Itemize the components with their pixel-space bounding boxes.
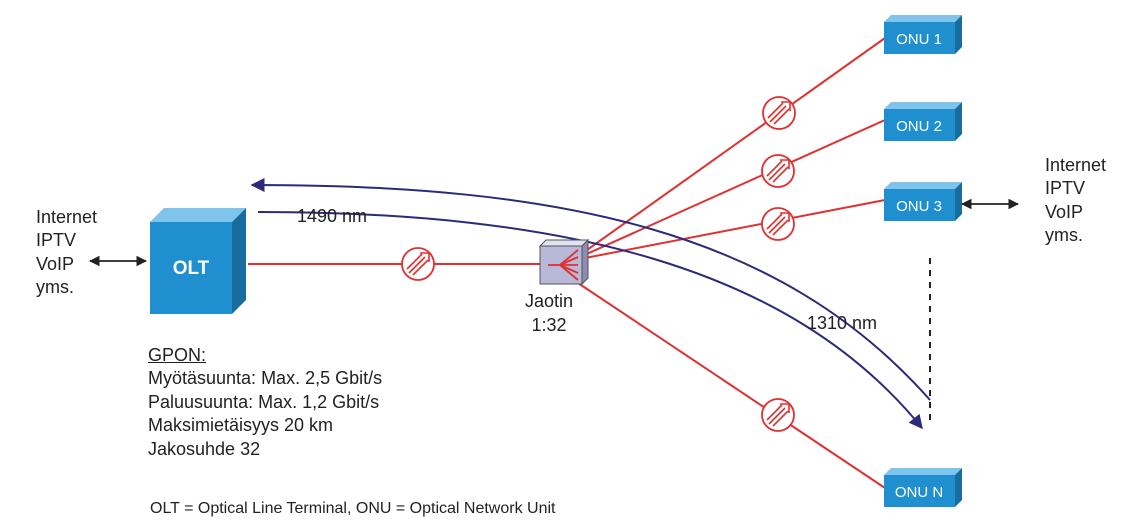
onu-box-1: ONU 1 bbox=[884, 15, 962, 54]
onu-box-2: ONU 2 bbox=[884, 102, 962, 141]
onu-label-1: ONU 1 bbox=[896, 31, 942, 48]
downstream-arrow bbox=[250, 178, 931, 401]
olt-label: OLT bbox=[173, 258, 210, 279]
onu-box-3: ONU 3 bbox=[884, 182, 962, 221]
onu-box-n: ONU N bbox=[884, 468, 962, 507]
signal-symbol-onu-3 bbox=[761, 207, 795, 241]
upstream-wavelength-label: 1310 nm bbox=[807, 313, 877, 333]
right-services-list: Internet IPTV VoIP yms. bbox=[1045, 154, 1106, 248]
signal-symbol-onu-1 bbox=[762, 96, 796, 130]
gpon-title: GPON: bbox=[148, 345, 207, 365]
upstream-arrow bbox=[257, 211, 923, 430]
splitter-ratio: 1:32 bbox=[531, 315, 566, 335]
onu-label-n: ONU N bbox=[895, 484, 943, 501]
left-services-list: Internet IPTV VoIP yms. bbox=[36, 206, 97, 300]
gpon-upstream-rate: Paluusuunta: Max. 1,2 Gbit/s bbox=[148, 391, 380, 412]
signal-symbol-onu-n bbox=[761, 398, 795, 432]
right-service-iptv: IPTV bbox=[1045, 178, 1086, 199]
onu-label-3: ONU 3 bbox=[896, 198, 942, 215]
right-service-voip: VoIP bbox=[1045, 201, 1084, 222]
fiber-lines bbox=[248, 37, 886, 489]
legend-text: OLT = Optical Line Terminal, ONU = Optic… bbox=[150, 500, 556, 517]
fiber-onu-3 bbox=[579, 199, 886, 260]
left-service-internet: Internet bbox=[36, 207, 98, 227]
signal-symbol-trunk bbox=[401, 247, 435, 281]
gpon-max-distance: Maksimietäisyys 20 km bbox=[148, 415, 334, 436]
left-service-etc: yms. bbox=[36, 277, 74, 298]
gpon-downstream-rate: Myötäsuunta: Max. 2,5 Gbit/s bbox=[148, 368, 383, 389]
gpon-split-ratio: Jakosuhde 32 bbox=[148, 438, 261, 459]
downstream-wavelength-label: 1490 nm bbox=[297, 206, 367, 226]
onu-label-2: ONU 2 bbox=[896, 118, 942, 135]
fiber-onu-n bbox=[577, 282, 886, 489]
fiber-onu-2 bbox=[579, 119, 886, 258]
signal-symbol-onu-2 bbox=[761, 154, 795, 188]
fiber-onu-1 bbox=[579, 37, 886, 256]
right-service-etc: yms. bbox=[1045, 225, 1083, 246]
right-service-internet: Internet bbox=[1045, 155, 1107, 175]
gpon-specs: GPON: Myötäsuunta: Max. 2,5 Gbit/s Paluu… bbox=[148, 344, 382, 461]
left-service-voip: VoIP bbox=[36, 253, 75, 274]
left-service-iptv: IPTV bbox=[36, 230, 77, 251]
splitter-name: Jaotin bbox=[525, 291, 573, 311]
olt-box: OLT bbox=[150, 208, 246, 314]
splitter-icon bbox=[538, 238, 590, 286]
